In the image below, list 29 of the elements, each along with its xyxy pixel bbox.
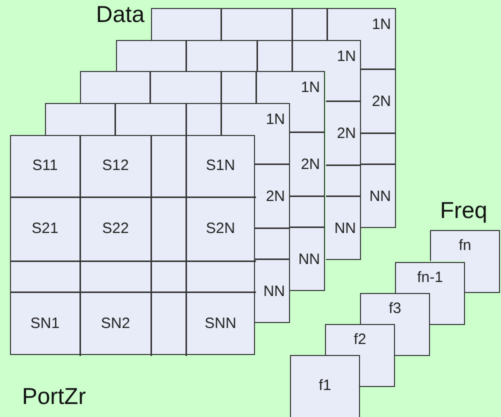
label: PortZr	[22, 385, 86, 408]
matrix-entry: SN2	[100, 314, 130, 332]
matrix-entry: S12	[102, 157, 129, 174]
matrix-entry: S21	[32, 220, 58, 237]
matrix-entry: fn	[458, 237, 472, 254]
matrix-entry: 1N	[336, 48, 356, 65]
matrix-entry: NN	[263, 282, 285, 300]
label: Data	[96, 3, 145, 26]
matrix-entry: S22	[102, 220, 129, 237]
matrix-entry: 1N	[300, 79, 320, 96]
matrix-entry: fn-1	[417, 269, 443, 286]
label: Freq	[440, 199, 488, 222]
matrix-entry: f2	[354, 331, 366, 348]
matrix-entry: 1N	[372, 16, 391, 33]
matrix-entry: f1	[318, 377, 332, 394]
matrix-entry: 1N	[266, 111, 285, 128]
matrix-entry: NN	[334, 220, 356, 236]
matrix-entry: S11	[32, 157, 58, 174]
matrix-entry: f3	[388, 300, 402, 317]
matrix-entry: S1N	[206, 157, 236, 174]
matrix-entry: 2N	[372, 93, 391, 110]
matrix-entry: 2N	[300, 156, 320, 173]
matrix-entry: 2N	[266, 188, 285, 205]
matrix-entry: SNN	[204, 314, 236, 332]
matrix-entry: 2N	[336, 125, 356, 142]
matrix-entry: NN	[369, 188, 391, 204]
matrix-entry: S2N	[206, 220, 236, 237]
matrix-entry: NN	[298, 250, 320, 268]
matrix-entry: SN1	[30, 314, 60, 332]
